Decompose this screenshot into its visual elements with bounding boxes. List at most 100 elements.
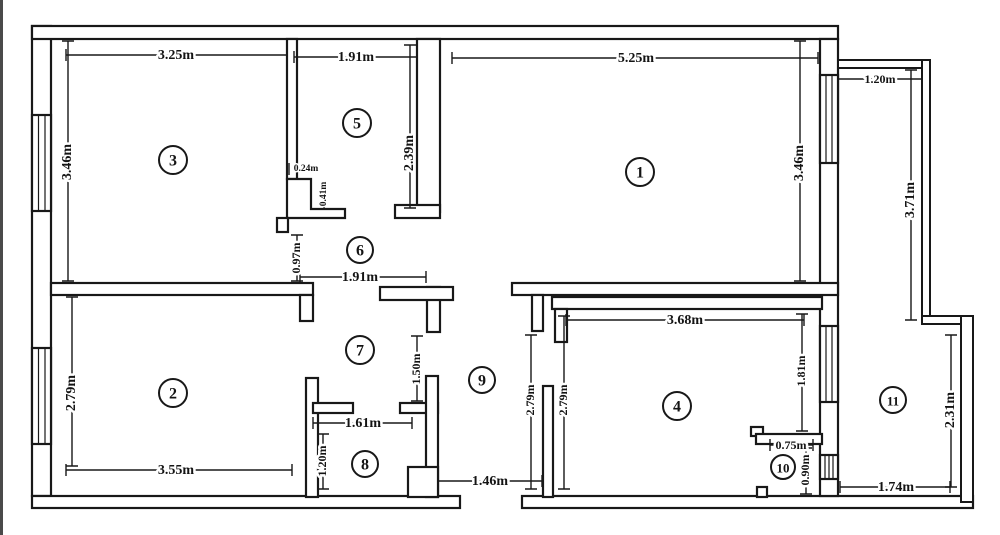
dim-line [839, 481, 951, 493]
room-number: 1 [636, 165, 644, 182]
dim-line [905, 69, 917, 321]
wall-segment [755, 485, 769, 499]
dim-room8-top: 1.61m [345, 416, 382, 431]
room-number: 2 [169, 386, 177, 403]
dim-hall9-side: 2.79m [523, 385, 537, 416]
wall-segment [550, 295, 824, 311]
wall-segment [754, 432, 824, 446]
dim-room4-right: 1.81m [794, 356, 808, 387]
dim-line [65, 464, 293, 476]
room-circle [468, 366, 496, 394]
wall-segment [393, 203, 442, 220]
dim-line [794, 40, 806, 282]
dim-line [837, 73, 923, 85]
dim-line [769, 439, 814, 451]
wall-segment [415, 37, 442, 214]
wall-segment [30, 494, 462, 510]
room-circle [346, 236, 374, 264]
wall-segment [275, 216, 290, 234]
dim-line [66, 296, 78, 467]
room-circle [158, 145, 188, 175]
balcony-wall [960, 315, 974, 503]
dimension-labels-layer: 3.25m 1.91m 5.25m 1.20m 3.46m 2.39m 0.24… [58, 46, 961, 498]
dim-room3-left: 3.46m [60, 144, 75, 181]
room-circle [625, 157, 655, 187]
wall-segment [378, 285, 455, 302]
room-circle [770, 454, 796, 480]
dim-room1-top: 5.25m [618, 51, 655, 66]
dim-hall6-opening: 0.97m [289, 243, 303, 274]
dim-line [318, 182, 330, 210]
dim-line [404, 44, 416, 209]
dim-line [525, 334, 537, 490]
dim-room4-side: 2.79m [556, 385, 570, 416]
room-circle [351, 450, 379, 478]
dim-room1-right: 3.46m [792, 145, 807, 182]
room-label-3: 3 [158, 145, 188, 175]
wall-segment [510, 281, 840, 297]
room-label-9: 9 [468, 366, 496, 394]
room-number: 3 [169, 153, 177, 170]
room-number: 5 [353, 116, 361, 133]
room-label-6: 6 [346, 236, 374, 264]
room-circle [158, 378, 188, 408]
dim-hall9-bottom: 1.46m [472, 474, 509, 489]
dim-line [451, 52, 819, 64]
room-circle [345, 335, 375, 365]
dim-balcony-lower-height: 2.31m [943, 392, 958, 429]
room-label-4: 4 [662, 391, 692, 421]
room-labels-layer: 1 2 3 4 5 6 7 8 [158, 108, 907, 480]
dim-line [65, 49, 288, 61]
dim-hall6-width: 1.91m [342, 270, 379, 285]
room-circle [879, 386, 907, 414]
dim-hall7-passage: 1.50m [409, 354, 423, 385]
scan-edge-artifact [0, 0, 3, 535]
dim-room2-left: 2.79m [64, 375, 79, 412]
window-room10-balcony [818, 453, 840, 481]
dim-room3-top: 3.25m [158, 48, 195, 63]
room-number: 6 [356, 243, 364, 260]
wall-segment [530, 293, 545, 333]
wall-segment [406, 465, 440, 499]
window-room3 [30, 113, 53, 213]
window-room1-balcony [818, 73, 840, 165]
dim-line [800, 447, 812, 495]
window-room4-balcony [818, 324, 840, 404]
room-number: 4 [673, 399, 681, 416]
dim-balcony-top-width: 1.20m [865, 72, 896, 86]
dim-room5-top: 1.91m [338, 50, 375, 65]
windows-layer [30, 73, 840, 481]
dim-balcony-upper-height: 3.71m [903, 182, 918, 219]
dim-line [411, 335, 423, 402]
dim-wall-step-width: 0.24m [294, 164, 319, 174]
room-number: 7 [356, 343, 364, 360]
dim-line [291, 234, 303, 282]
wall-segment [304, 376, 320, 499]
room-circle [342, 108, 372, 138]
wall-segment [30, 24, 840, 41]
dim-line [437, 475, 543, 487]
dim-room10-top: 0.75m [776, 438, 807, 452]
dim-room8-left: 1.20m [315, 446, 329, 477]
wall-step [285, 177, 347, 220]
room-label-7: 7 [345, 335, 375, 365]
dim-wall-step-height: 0.41m [319, 182, 329, 207]
wall-segment [520, 494, 975, 510]
dim-line [558, 315, 570, 490]
wall-segment [298, 293, 315, 323]
room-circle [662, 391, 692, 421]
wall-segment [285, 37, 299, 181]
room-label-2: 2 [158, 378, 188, 408]
room-number: 8 [361, 457, 369, 474]
wall-segment [49, 281, 315, 297]
dim-room10-right: 0.90m [798, 455, 812, 486]
wall-segment [311, 401, 355, 415]
window-room2 [30, 346, 53, 446]
room-number: 11 [887, 394, 899, 409]
wall-segment [553, 307, 569, 344]
dim-line [565, 314, 805, 326]
dim-line [317, 433, 329, 490]
room-label-11: 11 [879, 386, 907, 414]
